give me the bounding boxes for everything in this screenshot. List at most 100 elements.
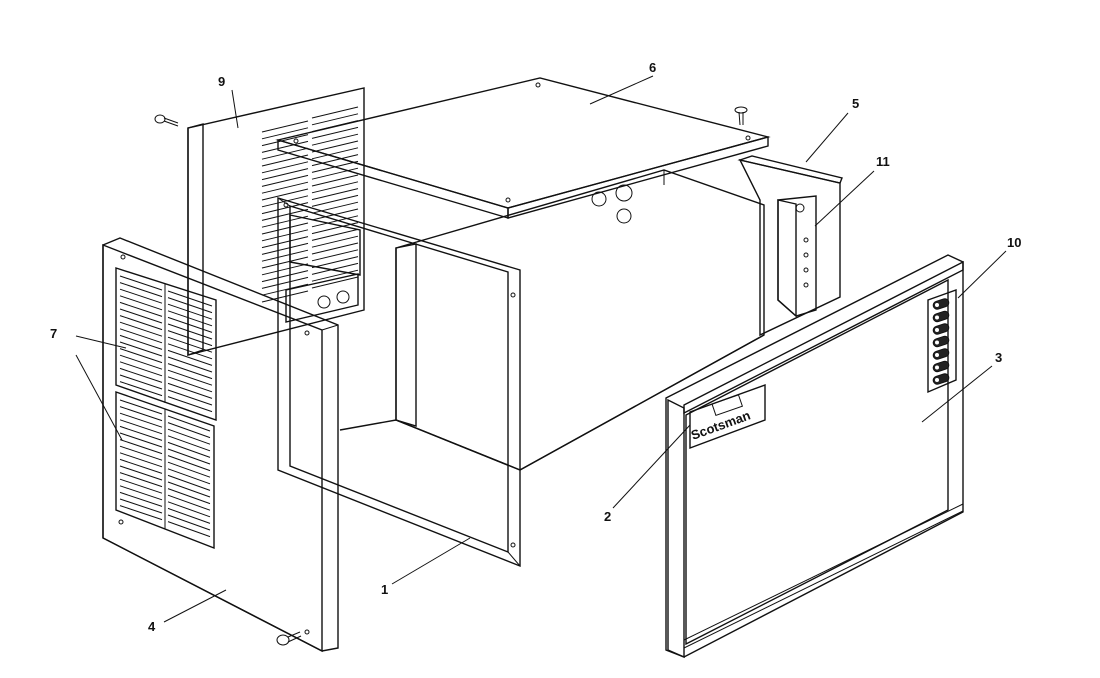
louver-slat <box>311 106 359 119</box>
louver-slat <box>311 174 359 187</box>
louver-slat <box>119 354 163 370</box>
callout-7: 7 <box>50 326 57 341</box>
switch-indicator-icon <box>935 303 939 307</box>
control-switch-icon <box>932 323 950 335</box>
switch-indicator-icon <box>935 378 939 382</box>
louver-slat <box>311 133 359 146</box>
control-switch-panel <box>927 289 957 394</box>
control-switches <box>932 298 950 385</box>
louver-slat <box>119 381 163 397</box>
louver-slat <box>119 458 163 474</box>
louver-slat <box>167 474 211 491</box>
switch-indicator-icon <box>935 328 939 332</box>
control-switch-icon <box>932 348 950 360</box>
louver-slat <box>119 419 163 435</box>
louver-slat <box>167 323 213 340</box>
louver-slat <box>311 256 359 269</box>
callout-4: 4 <box>148 619 156 634</box>
louver-slat <box>167 461 211 478</box>
screw-icon-top-right <box>734 106 748 126</box>
louver-slat <box>119 465 163 481</box>
louver-slat <box>167 507 211 524</box>
control-switch-icon <box>932 335 950 348</box>
callout-labels: 9 6 5 11 10 3 7 2 1 4 <box>50 60 1021 634</box>
louver-slat <box>119 432 163 448</box>
louver-slat <box>119 406 163 422</box>
control-switch-icon <box>932 310 950 323</box>
louver-slat <box>311 228 359 241</box>
louver-slat <box>311 167 359 180</box>
switch-indicator-icon <box>935 353 939 357</box>
louver-slat <box>311 154 359 167</box>
louver-slat <box>119 275 163 291</box>
louver-slat <box>167 441 211 458</box>
louver-slat <box>119 472 163 488</box>
louver-slat <box>261 195 309 208</box>
louver-slat <box>311 276 359 289</box>
louver-slat <box>167 382 213 399</box>
louver-slat <box>261 208 309 221</box>
callout-11: 11 <box>876 154 890 169</box>
louver-slat <box>167 316 213 333</box>
louver-slat <box>167 494 211 511</box>
brand-logo-text: Scotsman <box>689 407 753 442</box>
louver-slat <box>167 376 213 393</box>
louver-slat <box>119 301 163 317</box>
louver-slat <box>119 478 163 494</box>
louver-slat <box>261 140 309 153</box>
louver-slat <box>311 262 359 275</box>
louver-slat <box>167 363 213 380</box>
louver-slat <box>167 303 213 320</box>
louver-slat <box>167 369 213 386</box>
louver-slat <box>167 455 211 472</box>
screw-icon-bottom <box>276 631 302 646</box>
louver-slat <box>261 181 309 194</box>
louver-slat <box>311 147 359 160</box>
callout-1: 1 <box>381 582 388 597</box>
top-panel <box>275 77 771 219</box>
louver-slat <box>119 361 163 377</box>
back-panel-louvers <box>261 106 359 303</box>
louver-slat <box>261 161 309 174</box>
louver-slat <box>119 341 163 357</box>
louver-slat <box>311 215 359 228</box>
louver-slat <box>119 399 163 415</box>
louver-slat <box>119 308 163 324</box>
louver-slat <box>119 367 163 383</box>
louver-slat <box>119 315 163 331</box>
louver-slat <box>261 215 309 228</box>
cabinet-body <box>339 155 843 471</box>
back-left-louvered-panel <box>187 87 365 356</box>
control-bracket <box>777 195 817 318</box>
louver-slat <box>167 501 211 518</box>
callout-2: 2 <box>604 509 611 524</box>
louver-slat <box>167 415 211 432</box>
louver-slat <box>311 242 359 255</box>
louver-slat <box>311 140 359 153</box>
louver-slat <box>119 321 163 337</box>
louver-slat <box>119 491 163 507</box>
louver-slat <box>261 120 309 133</box>
louver-slat <box>167 343 213 360</box>
louver-slat <box>311 188 359 201</box>
louver-slat <box>167 297 213 314</box>
louver-slat <box>261 249 309 262</box>
control-switch-icon <box>932 298 950 310</box>
louver-slat <box>261 242 309 255</box>
louver-slat <box>119 505 163 521</box>
callout-5: 5 <box>852 96 859 111</box>
louver-slat <box>167 514 211 531</box>
louver-slat <box>119 282 163 298</box>
louver-slat <box>119 439 163 455</box>
louver-slat <box>119 328 163 344</box>
louver-slat <box>261 276 309 289</box>
louver-slat <box>167 389 213 406</box>
louver-slat <box>119 452 163 468</box>
louver-slat <box>119 348 163 364</box>
louver-slat <box>167 521 211 538</box>
louver-slat <box>261 263 309 276</box>
louver-slat <box>119 412 163 428</box>
louver-slat <box>311 269 359 282</box>
louver-slat <box>311 201 359 214</box>
louver-slat <box>119 288 163 304</box>
